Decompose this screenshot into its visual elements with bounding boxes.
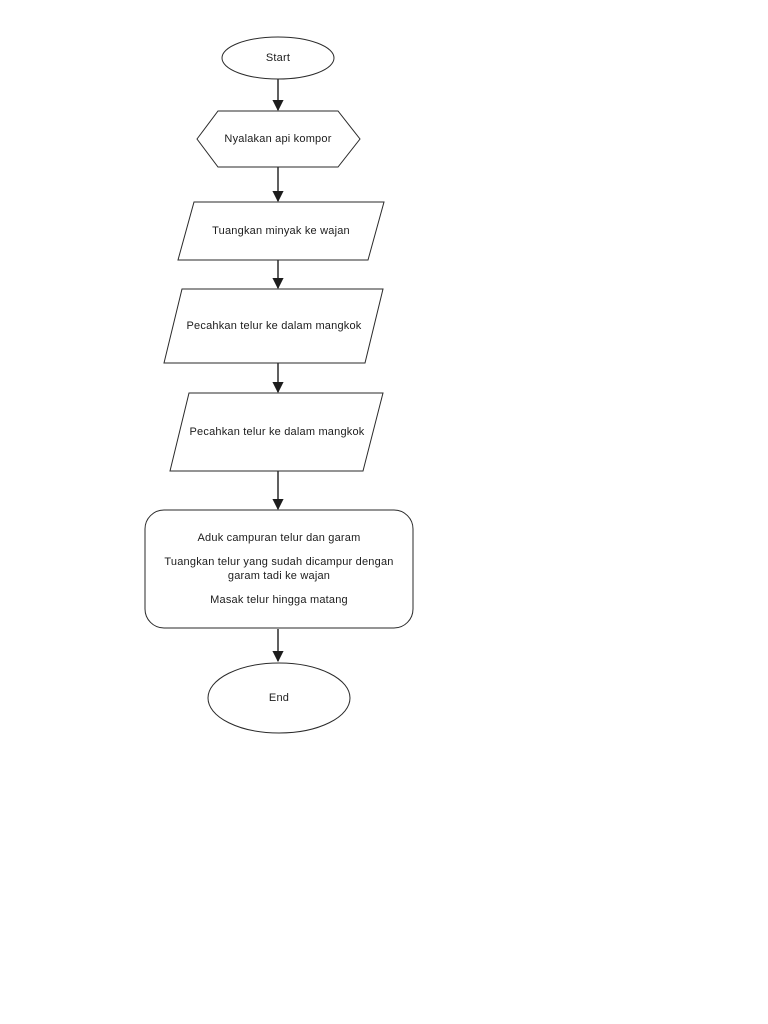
end-terminator-shape [207,662,351,734]
step5-line-3: Masak telur hingga matang [210,594,348,606]
step5-rounded-rect-shape [144,509,414,629]
step2-label: Tuangkan minyak ke wajan [212,225,350,237]
step1-hexagon-shape [196,110,361,168]
start-terminator-shape [221,36,335,80]
step5-label-block: Aduk campuran telur dan garam Tuangkan t… [148,531,410,607]
step5-line-2: Tuangkan telur yang sudah dicampur denga… [164,556,394,582]
step3-label: Pecahkan telur ke dalam mangkok [186,320,362,332]
step1-label: Nyalakan api kompor [224,133,332,145]
step4-label: Pecahkan telur ke dalam mangkok [189,426,365,438]
step3-parallelogram-shape [163,288,384,364]
start-label: Start [265,52,291,64]
step2-parallelogram-shape [177,201,385,261]
step5-line-1: Aduk campuran telur dan garam [197,532,361,544]
end-label: End [268,692,290,704]
step4-parallelogram-shape [169,392,384,472]
